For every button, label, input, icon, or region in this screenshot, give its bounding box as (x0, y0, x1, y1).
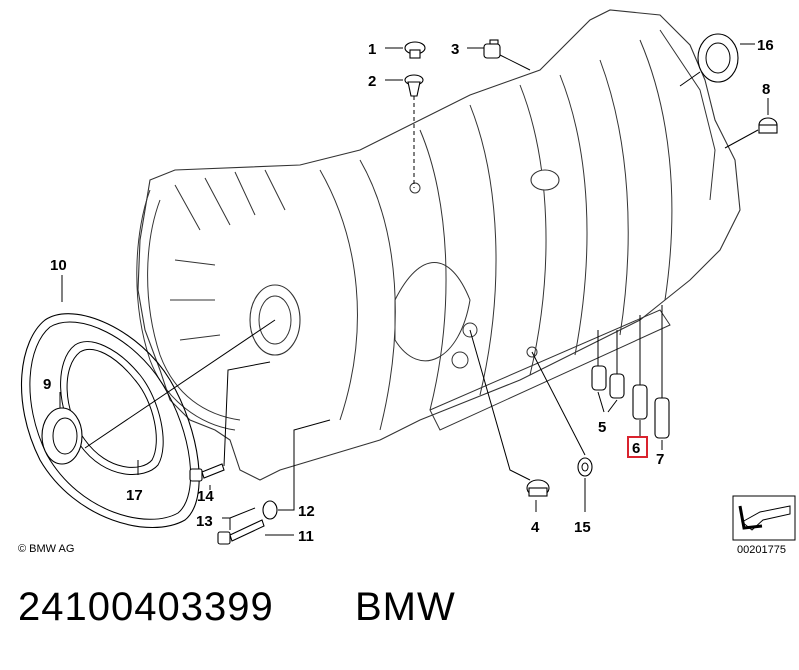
callout-10: 10 (50, 257, 67, 274)
sleeve-7 (654, 397, 670, 439)
callout-labels: 1 2 3 4 5 6 7 8 9 10 11 12 13 14 15 16 1… (43, 37, 774, 545)
callout-15: 15 (574, 519, 591, 536)
copyright-text: © BMW AG (18, 543, 74, 555)
seal-ring (41, 407, 83, 465)
screw-plug (483, 39, 501, 59)
callout-5: 5 (598, 419, 606, 436)
callout-1: 1 (368, 41, 376, 58)
sleeve-5a (591, 365, 607, 391)
bolt-14 (189, 463, 225, 482)
shaft-seal (697, 33, 739, 83)
drain-plug (758, 117, 778, 134)
part-number: 24100403399 (18, 585, 274, 629)
bolt-11 (217, 519, 265, 545)
leader-lines (59, 43, 769, 536)
image-code: 00201775 (737, 544, 786, 556)
oil-plug (526, 479, 550, 497)
callout-6: 6 (632, 440, 640, 457)
callout-11: 11 (298, 528, 314, 545)
washer-12 (262, 500, 278, 520)
callout-13: 13 (196, 513, 213, 530)
callout-6-highlight (627, 436, 648, 458)
callout-4: 4 (531, 519, 540, 536)
callout-12: 12 (298, 503, 315, 520)
callout-17: 17 (126, 487, 143, 504)
callout-8: 8 (762, 81, 770, 98)
filler-plug (404, 74, 424, 97)
callout-16: 16 (757, 37, 774, 54)
callout-3: 3 (451, 41, 459, 58)
brand-name: BMW (355, 585, 456, 629)
callout-14: 14 (197, 488, 214, 505)
footer: 24100403399 BMW (0, 585, 799, 645)
vent-plug (404, 41, 426, 59)
sleeve-5b (609, 373, 625, 399)
transmission-housing (136, 9, 741, 481)
sleeve-6 (632, 384, 648, 420)
callout-2: 2 (368, 73, 376, 90)
seal-washer (577, 457, 593, 477)
orientation-arrow-icon (732, 495, 796, 541)
callout-7: 7 (656, 451, 664, 468)
callout-9: 9 (43, 376, 51, 393)
exploded-parts-diagram: 1 2 3 4 5 6 7 8 9 10 11 12 13 14 15 16 1… (18, 9, 796, 556)
